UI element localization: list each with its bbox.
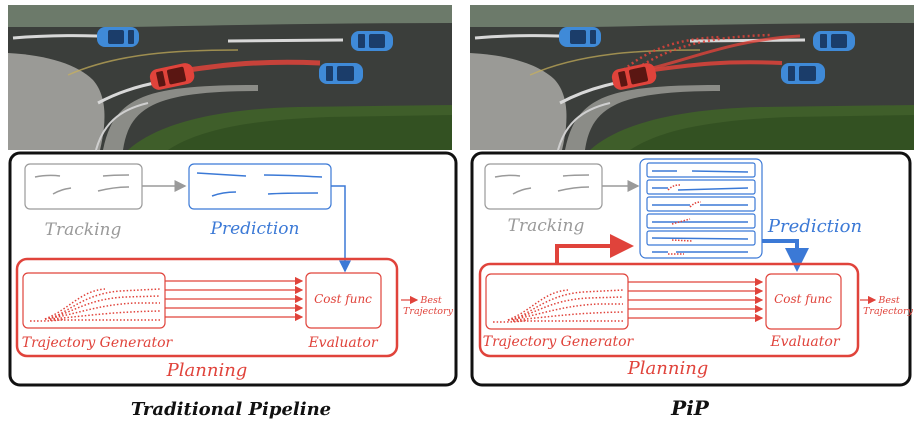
caption-pip: PiP	[670, 396, 710, 420]
tracking-sketch	[34, 174, 130, 195]
prediction-label: Prediction	[210, 219, 300, 239]
output-label-line2: Trajectory	[403, 306, 454, 317]
trajectory-generator-label: Trajectory Generator	[483, 334, 635, 350]
planning-box	[15, 257, 399, 358]
output-label-line1: Best	[877, 295, 899, 306]
prediction-stack-box	[639, 158, 763, 259]
cost-func-box	[765, 273, 842, 330]
aerial-scene-pip	[468, 3, 914, 152]
prediction-box	[188, 163, 332, 210]
diagram-frame-pip	[470, 151, 912, 387]
evaluator-label: Evaluator	[307, 335, 378, 351]
cost-func-label: Cost func	[774, 292, 832, 306]
trajectory-fan	[29, 288, 161, 322]
planning-to-prediction-arrow	[555, 234, 634, 264]
trajectory-fan	[492, 289, 624, 323]
planning-label: Planning	[627, 358, 709, 379]
output-label-line2: Trajectory	[863, 306, 914, 317]
candidate-arrows	[628, 277, 764, 323]
prediction-to-cost-arrow	[331, 185, 351, 273]
output-label-line1: Best	[419, 295, 441, 306]
planning-label: Planning	[166, 360, 248, 381]
planning-box	[478, 262, 860, 358]
tracking-label: Tracking	[508, 216, 585, 236]
evaluator-label: Evaluator	[769, 334, 840, 350]
cost-func-label: Cost func	[314, 292, 372, 306]
prediction-to-cost-arrow	[762, 239, 809, 272]
panel-traditional: Tracking Prediction Cost func	[6, 3, 458, 420]
tracking-label: Tracking	[45, 220, 122, 240]
panel-pip: Tracking Prediction	[468, 3, 914, 420]
candidate-arrows	[165, 276, 304, 322]
trajectory-generator-box	[22, 272, 166, 329]
cost-func-box	[305, 272, 382, 329]
trajectory-generator-label: Trajectory Generator	[22, 335, 174, 351]
trajectory-generator-box	[485, 273, 629, 330]
prediction-label: Prediction	[767, 216, 862, 237]
aerial-scene-traditional	[6, 3, 454, 152]
prediction-stack	[646, 162, 756, 255]
prediction-sketch	[196, 172, 323, 197]
caption-traditional: Traditional Pipeline	[131, 399, 331, 420]
tracking-sketch	[494, 174, 590, 195]
diagram-frame-traditional	[8, 151, 458, 387]
